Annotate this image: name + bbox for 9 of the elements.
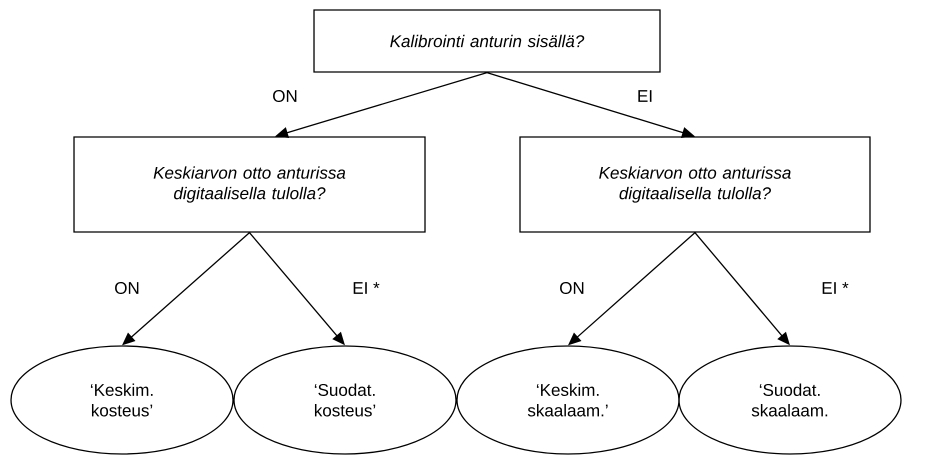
edge-label: EI *	[351, 281, 381, 295]
edge-label: EI *	[820, 281, 850, 295]
edge-label: ON	[113, 280, 141, 295]
question-box: Keskiarvon otto anturissa digitaalisella tulolla?	[73, 136, 426, 233]
question-box: Kalibrointi anturin sisällä?	[313, 9, 661, 73]
edge-label: ON	[558, 280, 586, 295]
edge-label: ON	[271, 88, 299, 104]
edge-label: EI	[636, 89, 654, 103]
question-box: Keskiarvon otto anturissa digitaalisella tulolla?	[519, 136, 871, 233]
